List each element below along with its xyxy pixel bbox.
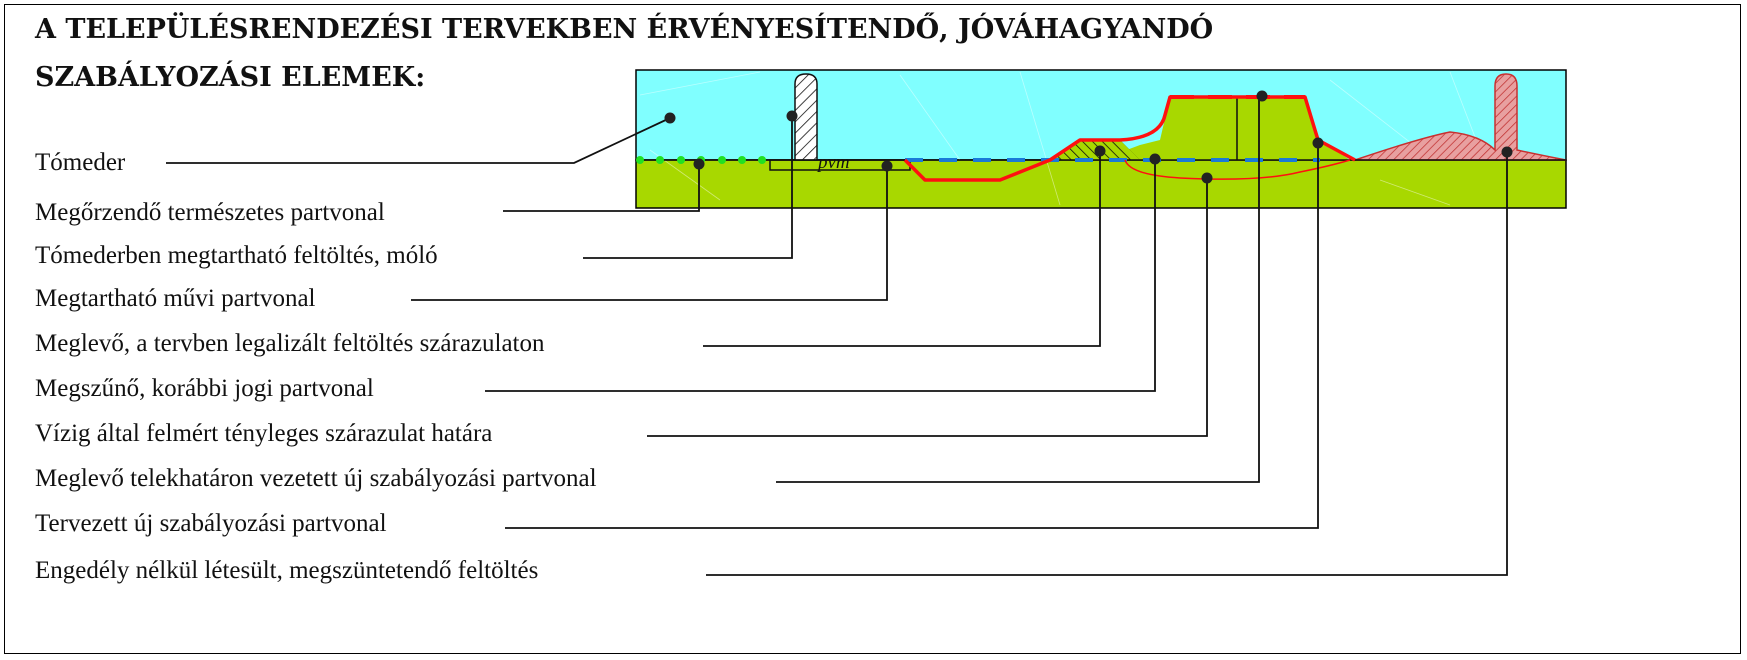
pvm-label: pvm xyxy=(816,152,850,173)
surveyed-boundary-line xyxy=(1124,159,1351,180)
legend-label-planned-shoreline: Tervezett új szabályozási partvonal xyxy=(35,510,387,537)
planned-shoreline-line xyxy=(903,95,1356,182)
leader-dots xyxy=(664,90,1513,184)
legend-label-plot-boundary-shoreline: Meglevő telekhatáron vezetett új szabály… xyxy=(35,465,597,492)
land-area xyxy=(635,159,1567,209)
outer-frame xyxy=(4,4,1741,654)
land-plateau xyxy=(1100,97,1350,160)
illegal-fill-shape xyxy=(1354,73,1567,161)
legend-label-illegal-fill: Engedély nélkül létesült, megszüntetendő… xyxy=(35,557,539,584)
leader-lines xyxy=(166,96,1508,576)
legend-label-surveyed-boundary: Vízig által felmért tényleges szárazulat… xyxy=(35,420,493,447)
title-line-2: SZABÁLYOZÁSI ELEMEK: xyxy=(35,62,426,93)
legend-label-tomeder: Tómeder xyxy=(35,149,126,176)
mole-fill-shape xyxy=(794,73,818,161)
legend-label-legalized-fill: Meglevő, a tervben legalizált feltöltés … xyxy=(35,330,545,357)
legend-label-mole-fill: Tómederben megtartható feltöltés, móló xyxy=(35,242,438,269)
legend-label-former-shoreline: Megszűnő, korábbi jogi partvonal xyxy=(35,375,374,402)
legend-label-artificial-shoreline: Megtartható művi partvonal xyxy=(35,285,316,312)
title-line-1: A TELEPÜLÉSRENDEZÉSI TERVEKBEN ÉRVÉNYESÍ… xyxy=(35,14,1214,45)
natural-shoreline-dots xyxy=(636,156,766,164)
legend-label-natural-shoreline: Megőrzendő természetes partvonal xyxy=(35,199,385,226)
